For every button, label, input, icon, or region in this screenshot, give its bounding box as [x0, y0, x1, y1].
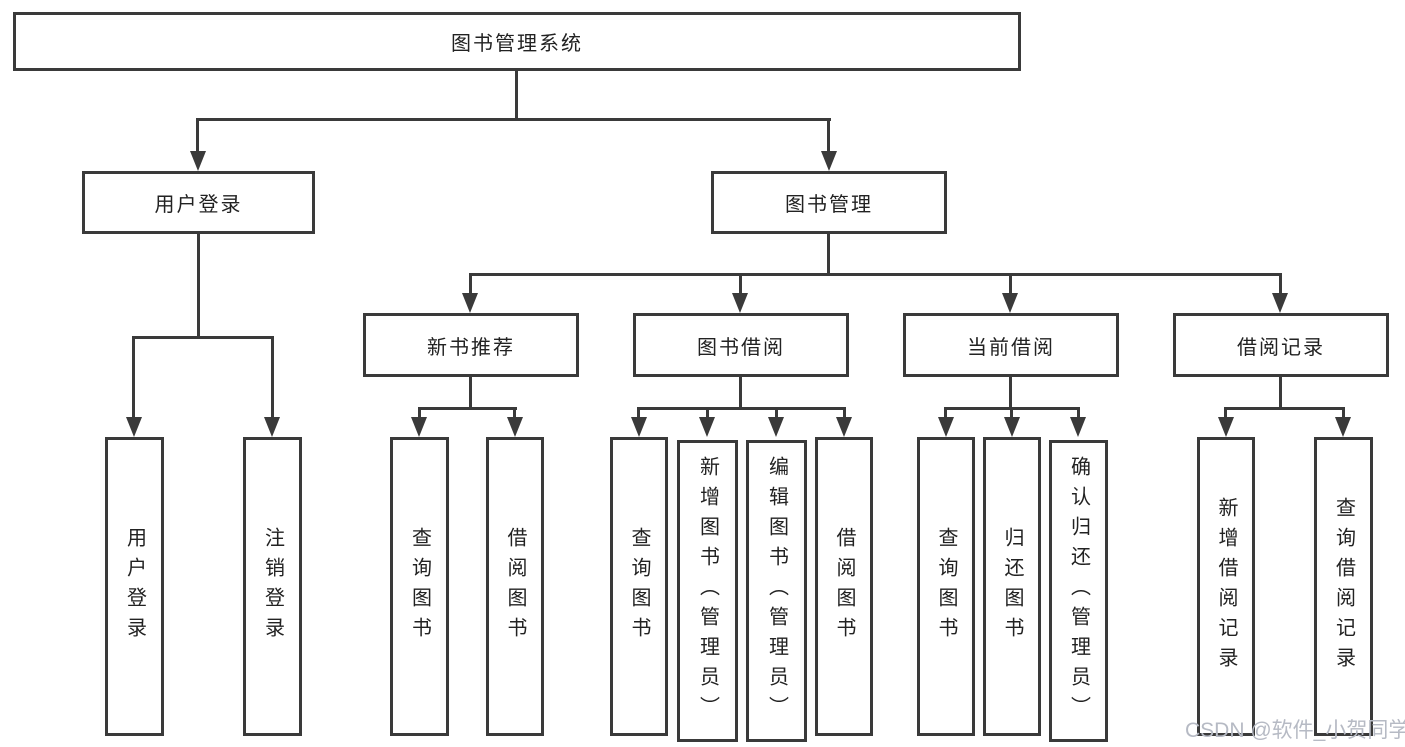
leaf-logout: 注销登录 — [243, 437, 302, 736]
node-new-book-recommend: 新书推荐 — [363, 313, 579, 377]
arrow-down-icon — [732, 293, 748, 313]
leaf-borrowing-query-books: 查询图书 — [610, 437, 668, 736]
connector-line — [132, 336, 274, 339]
connector-line — [1010, 407, 1013, 419]
arrow-down-icon — [631, 417, 647, 437]
leaf-records-query-record: 查询借阅记录 — [1314, 437, 1373, 736]
node-label: 查询图书 — [408, 526, 431, 647]
node-label: 图书管理系统 — [451, 33, 583, 55]
arrow-down-icon — [938, 417, 954, 437]
node-user-login: 用户登录 — [82, 171, 315, 234]
connector-line — [637, 407, 846, 410]
node-label: 图书借阅 — [697, 336, 785, 359]
node-label: 新增图书（管理员） — [696, 456, 719, 726]
node-book-management: 图书管理 — [711, 171, 947, 234]
connector-line — [1342, 407, 1345, 419]
connector-line — [1009, 273, 1012, 293]
leaf-current-confirm-return-admin: 确认归还（管理员） — [1049, 440, 1108, 742]
arrow-down-icon — [1070, 417, 1086, 437]
connector-line — [1224, 407, 1345, 410]
leaf-current-query-books: 查询图书 — [917, 437, 975, 736]
node-label: 编辑图书（管理员） — [765, 456, 788, 726]
connector-line — [775, 407, 778, 419]
node-library-management-system: 图书管理系统 — [13, 12, 1021, 71]
arrow-down-icon — [821, 151, 837, 171]
leaf-current-return-books: 归还图书 — [983, 437, 1041, 736]
connector-line — [1224, 407, 1227, 419]
node-current-borrowing: 当前借阅 — [903, 313, 1119, 377]
connector-line — [418, 407, 517, 410]
arrow-down-icon — [768, 417, 784, 437]
arrow-down-icon — [462, 293, 478, 313]
arrow-down-icon — [1004, 417, 1020, 437]
node-label: 查询图书 — [935, 526, 957, 647]
connector-line — [1279, 273, 1282, 293]
leaf-borrowing-add-books-admin: 新增图书（管理员） — [677, 440, 738, 742]
connector-line — [196, 118, 199, 153]
connector-line — [1077, 407, 1080, 419]
arrow-down-icon — [1218, 417, 1234, 437]
node-label: 归还图书 — [1001, 526, 1023, 647]
connector-line — [827, 234, 830, 273]
connector-line — [843, 407, 846, 419]
arrow-down-icon — [1002, 293, 1018, 313]
node-label: 用户登录 — [154, 194, 243, 216]
node-label: 查询图书 — [628, 526, 650, 647]
node-label: 借阅图书 — [833, 526, 855, 647]
arrow-down-icon — [264, 417, 280, 437]
node-label: 借阅记录 — [1237, 336, 1325, 359]
connector-line — [513, 407, 516, 419]
connector-line — [271, 336, 274, 417]
connector-line — [132, 336, 135, 417]
arrow-down-icon — [1335, 417, 1351, 437]
connector-line — [469, 273, 472, 293]
connector-line — [706, 407, 709, 419]
connector-line — [739, 377, 742, 407]
connector-line — [827, 118, 830, 153]
connector-line — [469, 273, 1282, 276]
node-label: 查询借阅记录 — [1332, 496, 1355, 677]
csdn-watermark: CSDN @软件_小贺同学 — [1185, 719, 1405, 742]
connector-line — [1279, 377, 1282, 407]
arrow-down-icon — [190, 151, 206, 171]
connector-line — [515, 70, 518, 119]
leaf-newbook-borrow-books: 借阅图书 — [486, 437, 544, 736]
connector-line — [469, 377, 472, 407]
node-label: 用户登录 — [123, 526, 146, 647]
leaf-records-add-record: 新增借阅记录 — [1197, 437, 1255, 736]
node-label: 图书管理 — [785, 194, 873, 216]
leaf-borrowing-edit-books-admin: 编辑图书（管理员） — [746, 440, 807, 742]
node-label: 注销登录 — [261, 526, 284, 647]
arrow-down-icon — [411, 417, 427, 437]
connector-line — [944, 407, 947, 419]
connector-line — [1009, 377, 1012, 407]
connector-line — [196, 118, 831, 121]
connector-line — [637, 407, 640, 419]
node-label: 新增借阅记录 — [1215, 496, 1237, 677]
node-book-borrowing: 图书借阅 — [633, 313, 849, 377]
node-label: 当前借阅 — [967, 336, 1055, 359]
connector-line — [197, 234, 200, 336]
arrow-down-icon — [699, 417, 715, 437]
node-borrowing-records: 借阅记录 — [1173, 313, 1389, 377]
arrow-down-icon — [1272, 293, 1288, 313]
leaf-user-login: 用户登录 — [105, 437, 164, 736]
node-label: 确认归还（管理员） — [1067, 456, 1090, 726]
node-label: 借阅图书 — [504, 526, 526, 647]
leaf-newbook-query-books: 查询图书 — [390, 437, 449, 736]
leaf-borrowing-borrow-books: 借阅图书 — [815, 437, 873, 736]
node-label: 新书推荐 — [427, 336, 515, 359]
connector-line — [739, 273, 742, 293]
connector-line — [418, 407, 421, 419]
arrow-down-icon — [836, 417, 852, 437]
arrow-down-icon — [507, 417, 523, 437]
arrow-down-icon — [126, 417, 142, 437]
